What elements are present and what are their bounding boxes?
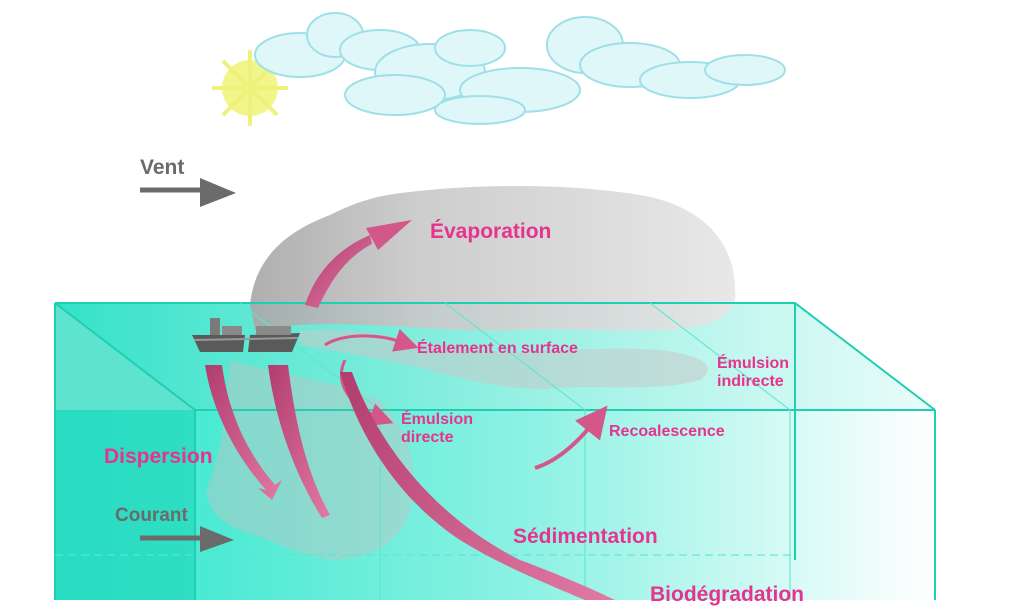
- current-arrow-icon: [140, 526, 234, 552]
- recoalescence-label: Recoalescence: [609, 423, 725, 440]
- water-side: [55, 303, 195, 600]
- wind-arrow-icon: [140, 178, 236, 207]
- water-body: [55, 410, 935, 600]
- emulsion-direct-arrow: [339, 359, 394, 426]
- current-label: Courant: [115, 505, 188, 526]
- evaporation-label: Évaporation: [430, 220, 552, 243]
- spreading-label: Étalement en surface: [417, 340, 578, 357]
- emulsion-direct-line1: Émulsion: [401, 411, 474, 428]
- sun-icon: [212, 50, 288, 126]
- sedimentation-label: Sédimentation: [513, 525, 658, 548]
- recoalescence-arrow: [534, 405, 608, 470]
- dispersion-label: Dispersion: [104, 445, 213, 468]
- wind-label: Vent: [140, 156, 185, 179]
- emulsion-direct-label: Émulsion directe: [401, 411, 473, 446]
- evaporation-arrowhead: [366, 220, 412, 250]
- cloud-icon: [254, 12, 786, 125]
- evaporation-arrow: [305, 235, 372, 308]
- dispersion-arrow: [205, 365, 282, 500]
- ship-icon: [192, 318, 300, 352]
- spreading-arrow: [324, 328, 419, 352]
- water-box-outline: [54, 302, 936, 600]
- oil-slick: [250, 186, 736, 331]
- emulsion-indirect-line1: Émulsion: [717, 355, 790, 372]
- emulsion-indirect-line2: indirecte: [717, 372, 784, 390]
- emulsion-direct-line2: directe: [401, 428, 454, 446]
- sedimentation-arrow: [268, 365, 330, 518]
- biodegradation-label: Biodégradation: [650, 583, 805, 606]
- emulsion-indirect-label: Émulsion indirecte: [717, 355, 789, 390]
